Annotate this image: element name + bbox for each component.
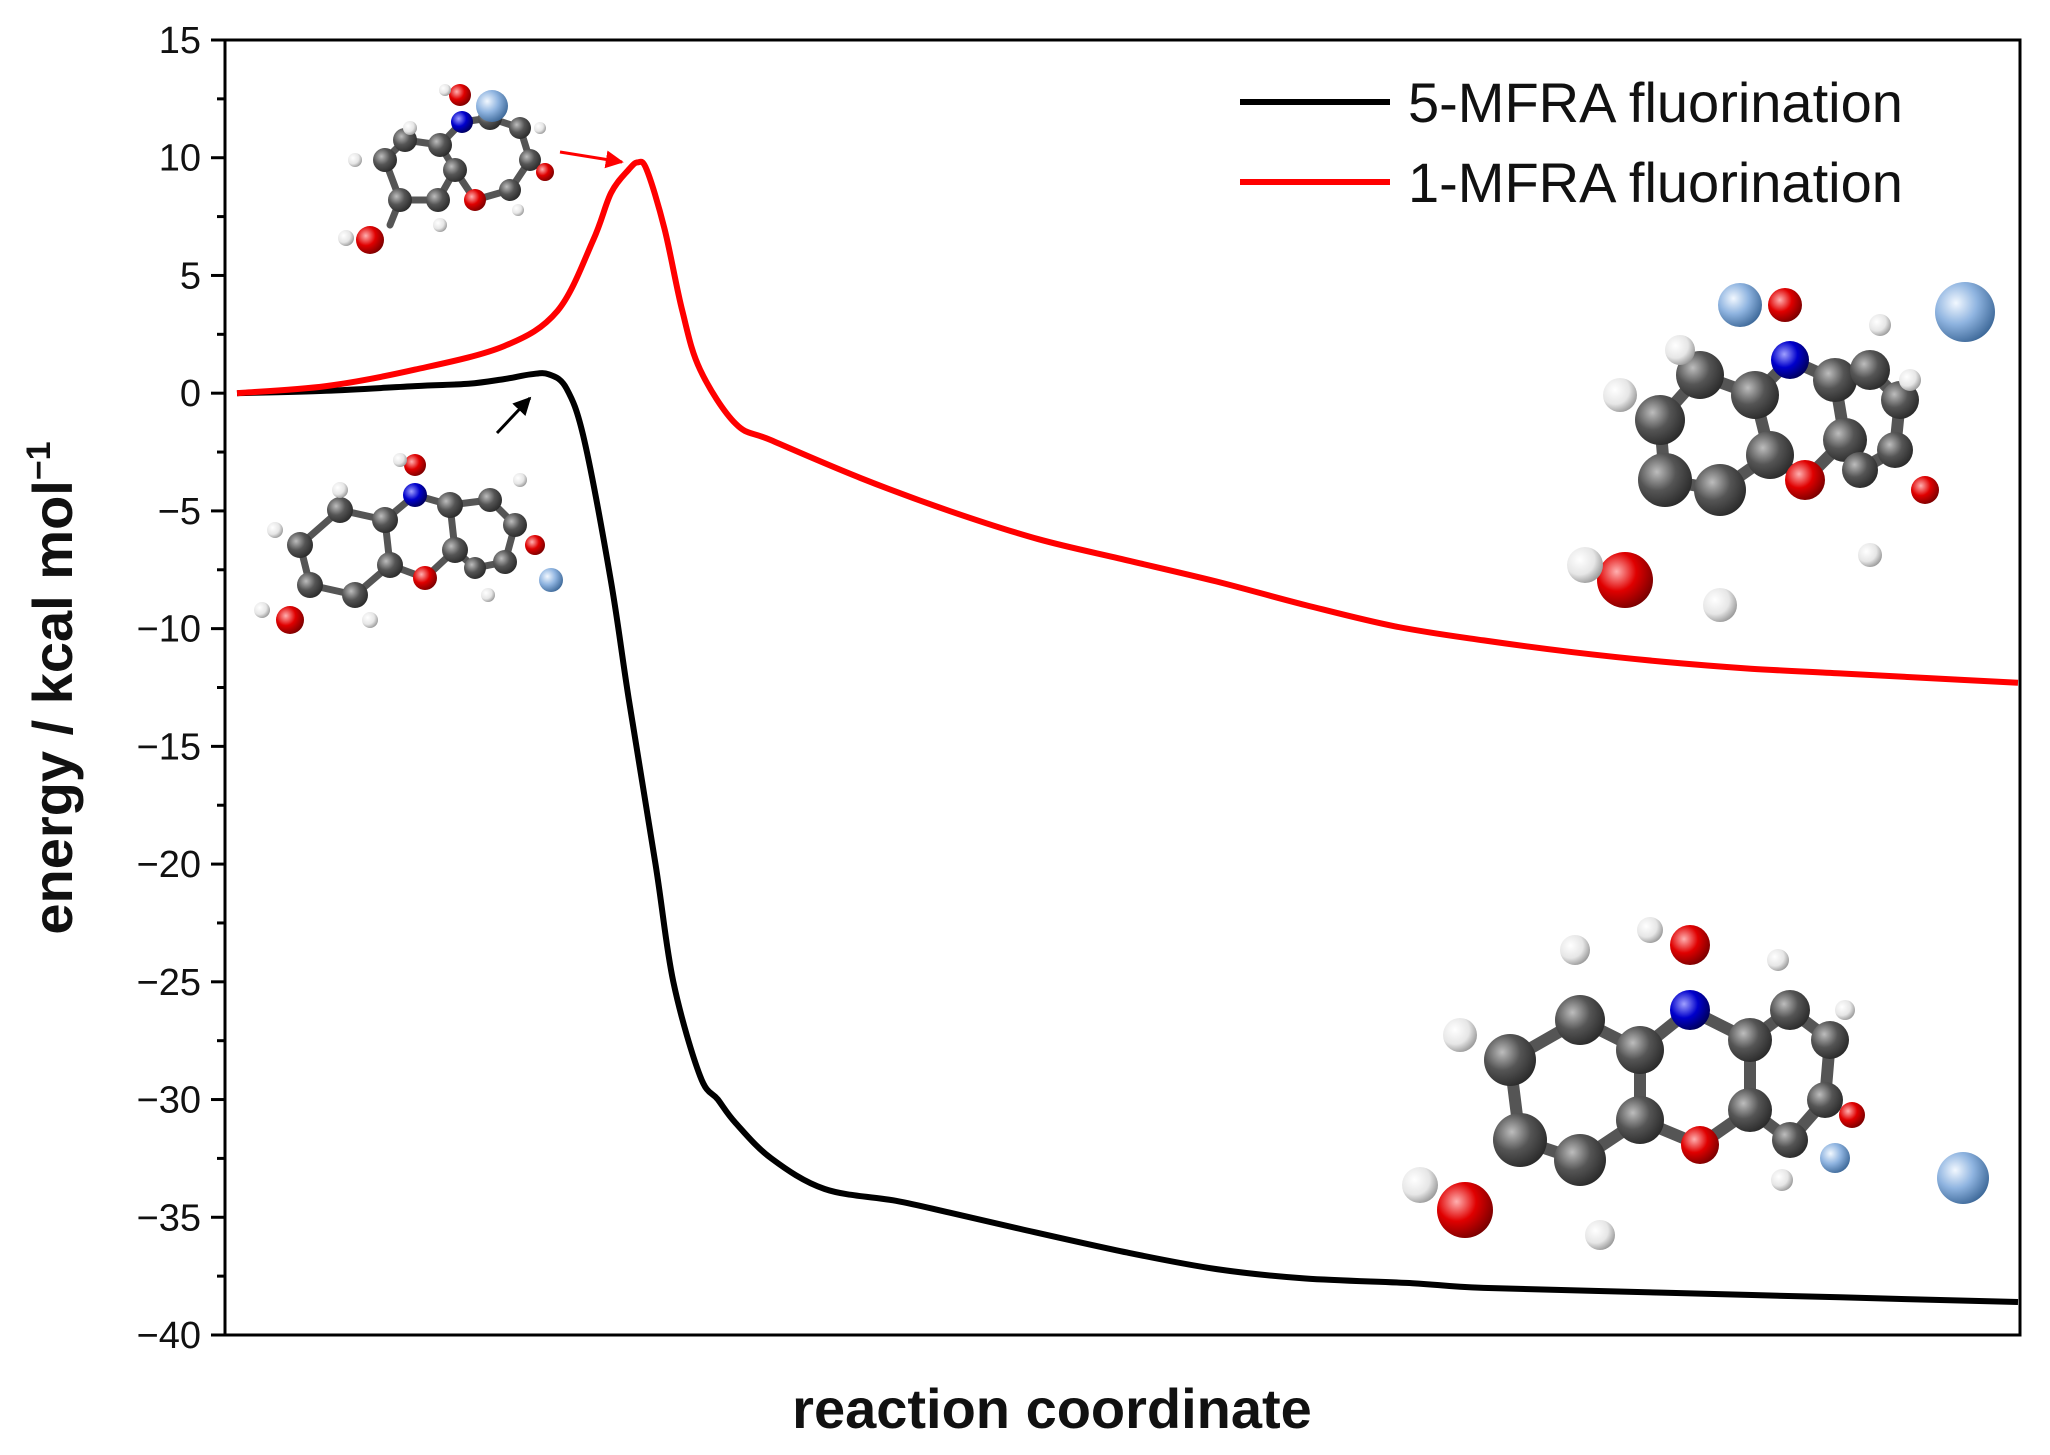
y-tick-label: −35 — [137, 1197, 201, 1239]
y-tick-label: −15 — [137, 726, 201, 768]
x-axis-title: reaction coordinate — [792, 1377, 1312, 1440]
svg-text:energy / kcal mol−1: energy / kcal mol−1 — [20, 441, 84, 934]
molecule-ts-5-mfra — [254, 453, 563, 634]
arrow-black-ts — [495, 396, 532, 435]
legend: 5-MFRA fluorination 1-MFRA fluorination — [1240, 71, 1903, 214]
plot-frame — [223, 38, 2022, 1337]
y-axis-title-main: energy / kcal mol — [21, 480, 84, 934]
y-tick-label: −20 — [137, 844, 201, 886]
y-tick-label: 15 — [159, 20, 201, 62]
series-line-5-mfra — [236, 370, 2019, 1305]
y-axis-title-superscript: −1 — [20, 441, 58, 480]
molecule-product-5-mfra — [1402, 917, 1989, 1250]
y-axis-tick-labels: 15 10 5 0 −5 −10 −15 −20 −25 −30 −35 −40 — [137, 20, 201, 1357]
y-tick-label: −30 — [137, 1080, 201, 1122]
y-axis-ticks — [211, 38, 225, 1337]
molecule-ts-1-mfra — [338, 84, 554, 254]
y-tick-label: 5 — [180, 255, 201, 297]
legend-label-1-mfra: 1-MFRA fluorination — [1408, 151, 1903, 214]
legend-label-5-mfra: 5-MFRA fluorination — [1408, 71, 1903, 134]
y-tick-label: 10 — [159, 138, 201, 180]
y-tick-label: 0 — [180, 373, 201, 415]
y-tick-label: −25 — [137, 962, 201, 1004]
y-tick-label: −10 — [137, 609, 201, 651]
series-line-1-mfra — [236, 158, 2019, 686]
series-layer — [236, 158, 2019, 1305]
y-tick-label: −40 — [137, 1315, 201, 1357]
arrow-red-ts — [559, 150, 624, 169]
y-axis-title: energy / kcal mol−1 — [20, 441, 84, 934]
y-tick-label: −5 — [158, 491, 201, 533]
molecule-product-1-mfra — [1567, 282, 1995, 622]
